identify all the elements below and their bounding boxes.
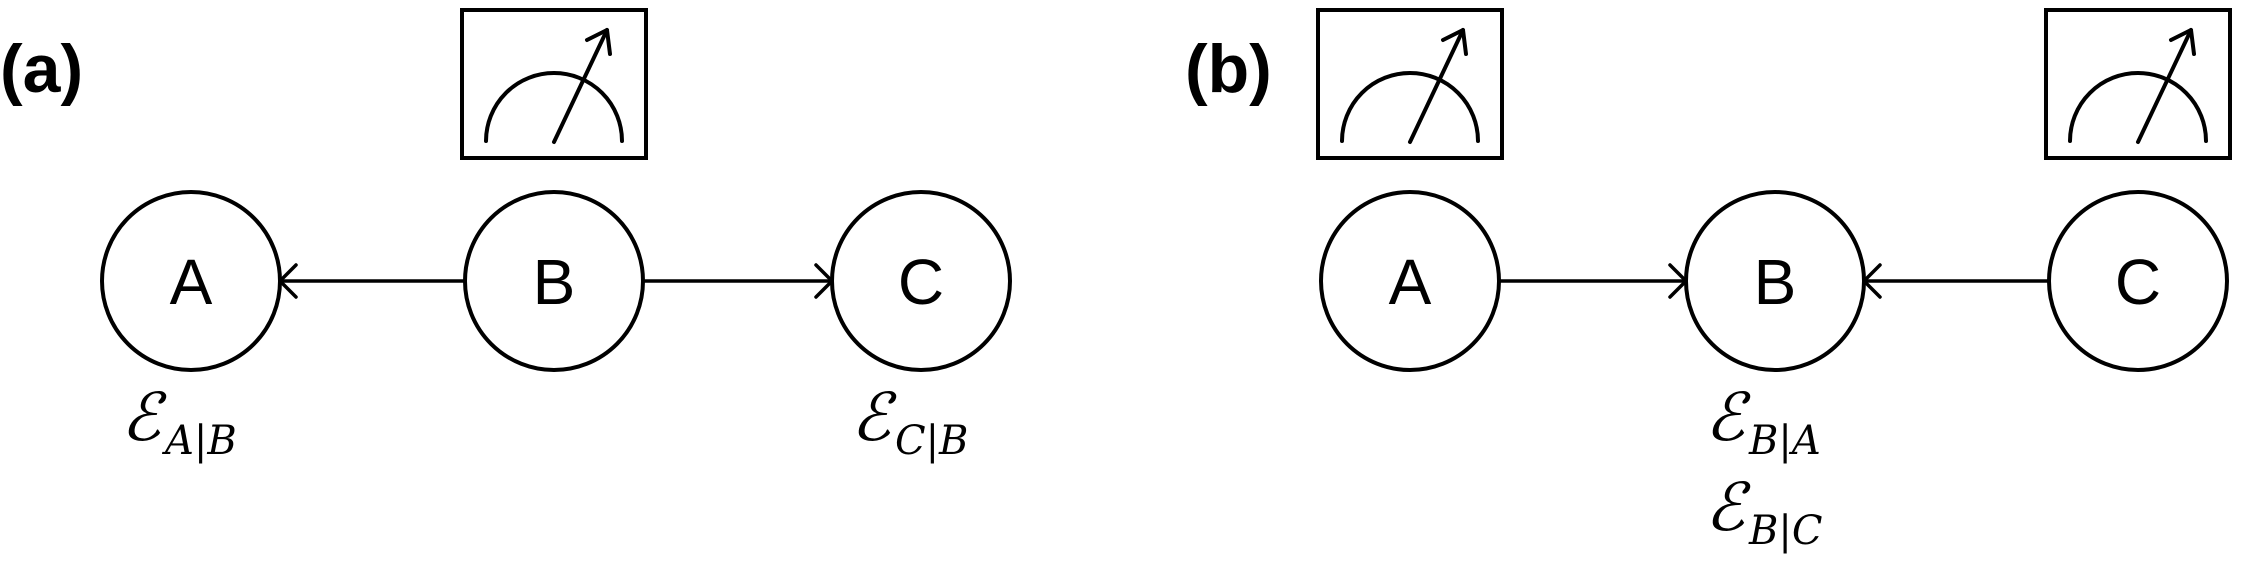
measurement-meter-icon [460, 8, 648, 160]
measurement-meter-icon [2044, 8, 2232, 160]
node-label: C [898, 246, 944, 318]
edge-B-to-A [278, 263, 465, 299]
node-B: B [1684, 190, 1866, 372]
node-B: B [463, 190, 645, 372]
edge-A-to-B [1499, 263, 1688, 299]
node-label: B [1754, 246, 1797, 318]
panel-label: (a) [0, 31, 83, 107]
node-C: C [830, 190, 1012, 372]
node-A: A [100, 190, 282, 372]
node-label: A [1389, 246, 1432, 318]
edge-C-to-B [1862, 263, 2049, 299]
measurement-meter-icon [1316, 8, 1504, 160]
node-A: A [1319, 190, 1501, 372]
node-label: A [170, 246, 213, 318]
edge-B-to-C [643, 263, 834, 299]
node-label: C [2115, 246, 2161, 318]
node-C: C [2047, 190, 2229, 372]
node-label: B [533, 246, 576, 318]
panel-label: (b) [1185, 31, 1272, 107]
